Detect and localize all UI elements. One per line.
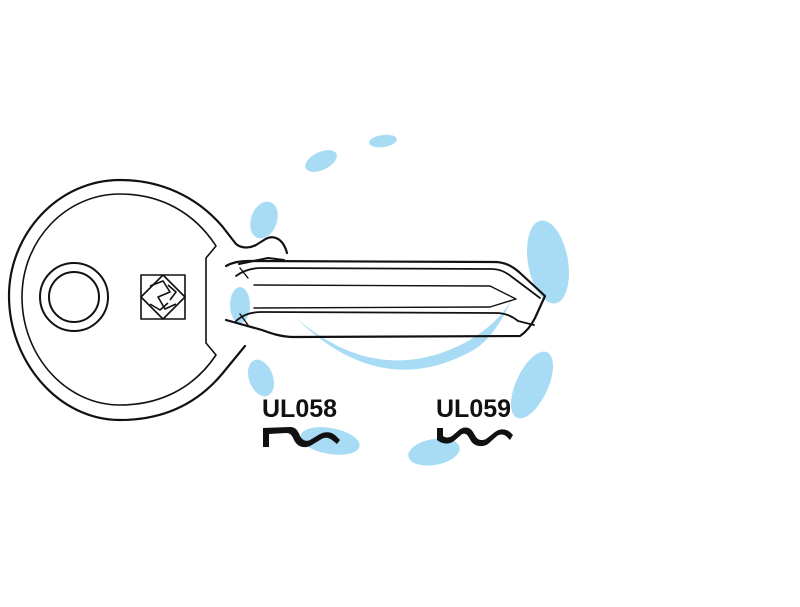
profile-groove-2 (437, 427, 513, 447)
key-profile-icon (263, 427, 340, 448)
key-hole (39, 262, 109, 332)
watermark-icon (230, 134, 570, 466)
blade-rib-1 (253, 284, 517, 309)
key-head (7, 178, 289, 422)
brand-logo-icon (140, 274, 186, 320)
profile-label: UL059 (436, 395, 512, 423)
blade-groove-lower (235, 311, 535, 326)
key-bow-inner (21, 193, 217, 406)
profile-groove-1 (263, 427, 340, 448)
blade-outline (224, 259, 547, 339)
profile-label: UL058 (262, 395, 338, 423)
blade-rib-2 (239, 267, 249, 326)
key-profile-icon (437, 427, 513, 447)
key-blade (224, 257, 547, 339)
key-bow-outer (7, 178, 289, 422)
blade-groove-upper (235, 267, 541, 299)
